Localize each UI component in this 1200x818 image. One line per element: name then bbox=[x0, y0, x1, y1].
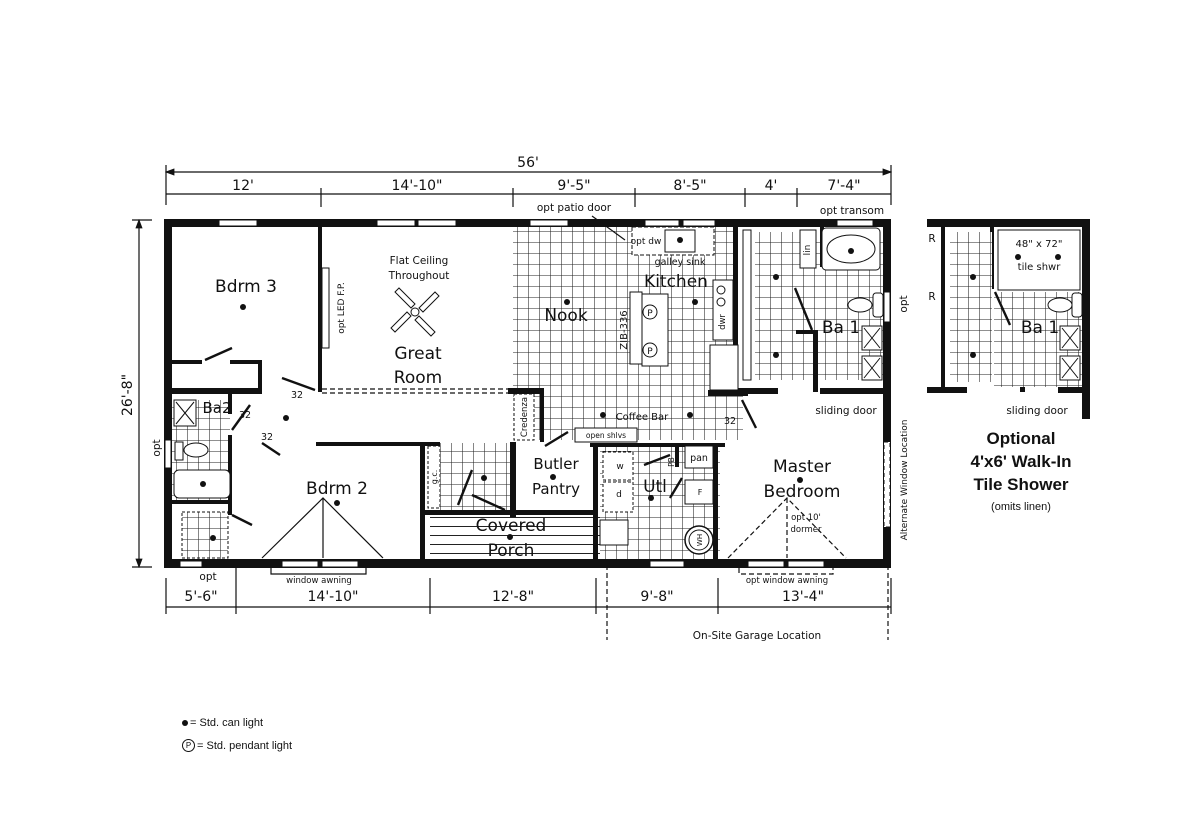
note-lin: lin bbox=[803, 245, 813, 256]
legend-can-light: = Std. can light bbox=[182, 717, 263, 729]
inset-r2: R bbox=[928, 291, 935, 303]
inset-shower-label: tile shwr bbox=[1018, 262, 1062, 273]
note-pan: pan bbox=[690, 453, 708, 464]
dim-top-6: 7'-4" bbox=[827, 178, 860, 194]
room-butler-1: Butler bbox=[533, 455, 579, 473]
room-ba2: Ba2 bbox=[202, 399, 231, 417]
note-opt-left: opt bbox=[151, 439, 163, 456]
room-labels: Bdrm 3 Great Room Nook Kitchen Ba 1 Ba2 … bbox=[202, 272, 860, 561]
legend-can-light-label: = Std. can light bbox=[190, 717, 264, 729]
note-window-awning: window awning bbox=[286, 576, 352, 586]
plan-notes: Flat Ceiling Throughout opt LED F.P. opt… bbox=[151, 202, 910, 642]
inset-title-3: Tile Shower bbox=[973, 475, 1068, 494]
note-dryer: d bbox=[616, 490, 622, 500]
dim-bottom-3: 12'-8" bbox=[492, 589, 534, 605]
inset-title-2: 4'x6' Walk-In bbox=[971, 452, 1072, 471]
note-flat-ceiling-2: Throughout bbox=[388, 270, 450, 282]
door-size-32b: 32 bbox=[239, 410, 251, 421]
vanity-sinks-icon bbox=[861, 325, 883, 381]
inset-title-1: Optional bbox=[987, 429, 1056, 448]
note-zib: ZIB-336 bbox=[619, 310, 630, 349]
note-opt-window-awning: opt window awning bbox=[746, 576, 828, 586]
note-opt-dormer-2: dormer bbox=[791, 525, 822, 535]
pendant-light-icon: P bbox=[182, 739, 195, 752]
room-nook: Nook bbox=[544, 306, 588, 326]
svg-text:P: P bbox=[647, 309, 653, 319]
inset-subtitle: (omits linen) bbox=[991, 501, 1051, 513]
room-master-1: Master bbox=[773, 457, 831, 477]
note-coffee-bar: Coffee Bar bbox=[616, 412, 669, 423]
dim-bottom-2: 14'-10" bbox=[308, 589, 359, 605]
room-utl: Utl bbox=[643, 477, 667, 497]
dim-bottom-1: 5'-6" bbox=[184, 589, 217, 605]
note-opt-dormer-1: opt 10' bbox=[791, 513, 821, 523]
dim-top-4: 8'-5" bbox=[673, 178, 706, 194]
room-bdrm3: Bdrm 3 bbox=[215, 277, 277, 297]
note-opt-led-fp: opt LED F.P. bbox=[337, 282, 347, 334]
note-garage: On-Site Garage Location bbox=[693, 630, 821, 642]
note-water-heater: WH bbox=[696, 534, 704, 546]
dim-top-5: 4' bbox=[765, 178, 778, 194]
room-great-room-2: Room bbox=[394, 368, 442, 388]
pendant-light-icon: P P bbox=[642, 304, 658, 358]
room-butler-2: Pantry bbox=[532, 480, 580, 498]
note-pb: PB bbox=[667, 457, 676, 467]
note-opt-transom: opt transom bbox=[820, 205, 884, 217]
room-porch-1: Covered bbox=[476, 516, 547, 536]
note-opt-right: opt bbox=[898, 295, 910, 312]
note-opt-dw: opt dw bbox=[631, 237, 662, 247]
note-dwr: dwr bbox=[718, 314, 728, 330]
overall-width: 56' bbox=[517, 155, 539, 171]
exterior-walls bbox=[164, 219, 891, 568]
note-credenza: Credenza bbox=[520, 397, 530, 437]
ceiling-fan-icon bbox=[390, 287, 440, 337]
dim-bottom-4: 9'-8" bbox=[640, 589, 673, 605]
note-freezer: F bbox=[698, 488, 703, 497]
note-opt-patio-door: opt patio door bbox=[537, 202, 612, 214]
dim-bottom-5: 13'-4" bbox=[782, 589, 824, 605]
doors bbox=[204, 215, 814, 527]
door-size-32c: 32 bbox=[261, 432, 273, 443]
room-master-2: Bedroom bbox=[764, 482, 841, 502]
door-size-32a: 32 bbox=[291, 390, 303, 401]
room-bdrm2: Bdrm 2 bbox=[306, 479, 368, 499]
dim-top-2: 14'-10" bbox=[392, 178, 443, 194]
can-light-icon bbox=[182, 720, 188, 726]
dim-top-3: 9'-5" bbox=[557, 178, 590, 194]
can-lights bbox=[200, 274, 803, 541]
cooktop-icon bbox=[716, 285, 726, 307]
left-dimension: 26'-8" bbox=[120, 218, 152, 569]
inset-r1: R bbox=[928, 233, 935, 245]
inset-sliding-door: sliding door bbox=[1006, 405, 1068, 417]
overall-depth: 26'-8" bbox=[120, 374, 136, 416]
dim-top-1: 12' bbox=[232, 178, 254, 194]
bottom-dimensions: 5'-6" 14'-10" 12'-8" 9'-8" 13'-4" bbox=[165, 568, 892, 614]
note-opt-bottom: opt bbox=[199, 571, 216, 583]
svg-text:P: P bbox=[647, 347, 653, 357]
inset-ba1: Ba 1 bbox=[1021, 318, 1059, 338]
inset-shower-size: 48" x 72" bbox=[1016, 239, 1063, 250]
room-great-room-1: Great bbox=[394, 344, 442, 364]
water-heater-icon bbox=[684, 525, 714, 555]
fixtures: P P bbox=[173, 226, 889, 640]
legend-pendant-light-label: = Std. pendant light bbox=[197, 739, 293, 752]
note-alt-window: Alternate Window Location bbox=[900, 420, 910, 541]
legend-pendant-light: P = Std. pendant light bbox=[182, 739, 292, 752]
note-galley-sink: galley sink bbox=[655, 257, 706, 268]
note-gc: g.c. bbox=[430, 470, 439, 485]
room-ba1: Ba 1 bbox=[822, 318, 860, 338]
note-open-shlvs: open shlvs bbox=[586, 431, 626, 440]
note-sliding-door: sliding door bbox=[815, 405, 877, 417]
room-porch-2: Porch bbox=[488, 541, 535, 561]
optional-shower-inset: 48" x 72" tile shwr Ba 1 R R sliding doo… bbox=[927, 219, 1090, 513]
note-washer: w bbox=[616, 462, 623, 472]
note-flat-ceiling-1: Flat Ceiling bbox=[390, 255, 449, 267]
room-kitchen: Kitchen bbox=[644, 272, 708, 292]
door-size-32d: 32 bbox=[724, 416, 736, 427]
top-dimensions: 56' 12' 14'-10" 9'-5" 8'-5" 4' 7'-4" bbox=[164, 155, 893, 207]
